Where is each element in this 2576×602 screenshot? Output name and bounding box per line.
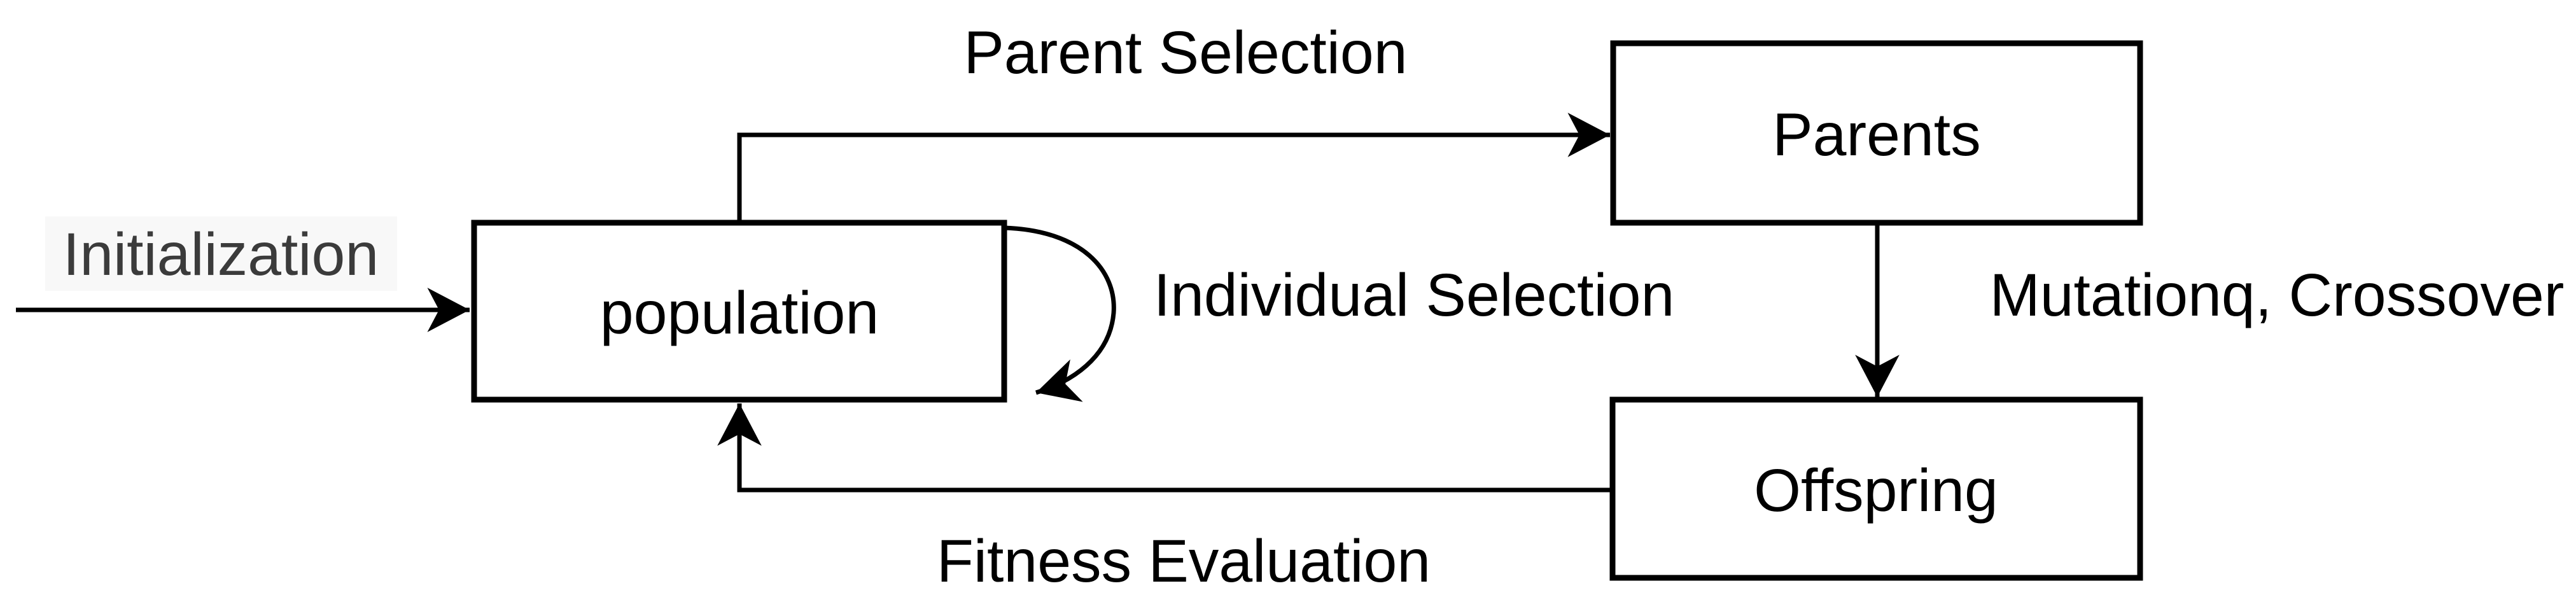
offspring-box <box>1609 396 2143 581</box>
individual-selection-self-loop-arrow <box>1004 225 1116 402</box>
population-box <box>471 220 1007 403</box>
initialization-label: Initialization <box>63 221 379 288</box>
parents-label: Parents <box>1772 101 1980 169</box>
offspring-label: Offspring <box>1754 457 1998 524</box>
individual-selection-label: Individual Selection <box>1154 262 1675 329</box>
mutation-crossover-label: Mutationq, Crossover <box>1990 262 2565 329</box>
parents-box <box>1610 40 2143 226</box>
fitness-evaluation-arrow <box>717 403 1613 493</box>
initialization-label-bg <box>45 216 397 291</box>
parent-selection-arrow <box>737 113 1610 223</box>
parent-selection-label: Parent Selection <box>963 19 1407 87</box>
fitness-evaluation-label: Fitness Evaluation <box>937 528 1431 595</box>
population-label: population <box>600 279 879 347</box>
